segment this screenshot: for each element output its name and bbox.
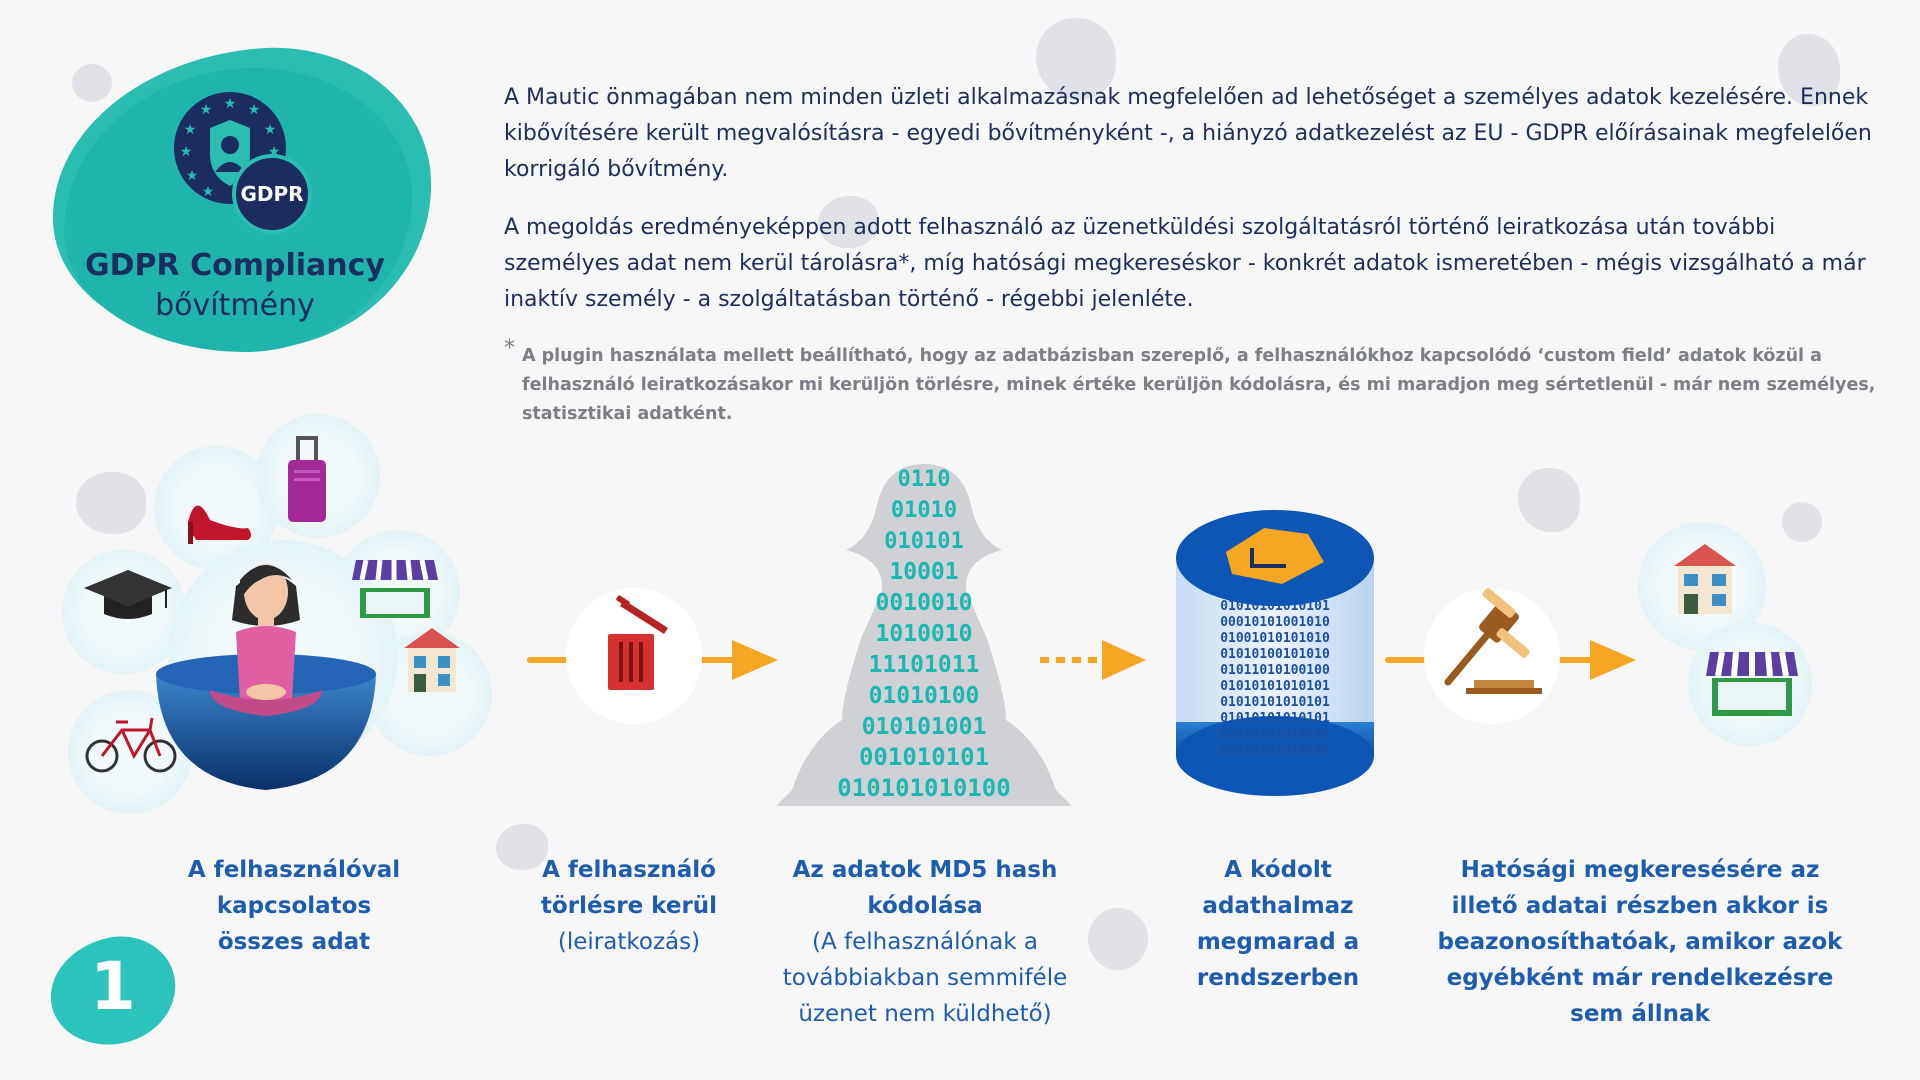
svg-text:★: ★ — [224, 96, 237, 112]
badge-title: GDPR Compliancy — [85, 248, 385, 283]
db-row: 01010101010101 — [1220, 695, 1330, 710]
db-row: 00010101001010 — [1220, 615, 1330, 630]
svg-text:★: ★ — [264, 122, 277, 138]
caption-sub: (leiratkozás) — [557, 929, 701, 955]
svg-text:★: ★ — [186, 168, 199, 184]
house-icon — [404, 628, 460, 692]
step-caption-2: A felhasználó törlésre kerül (leiratkozá… — [514, 852, 744, 960]
background-blob — [76, 472, 146, 534]
woman-icon — [210, 564, 322, 716]
graduation-cap-icon — [84, 570, 172, 619]
step-caption-1: A felhasználóval kapcsolatos összes adat — [170, 852, 418, 960]
database-icon: 01010101010101 00010101001010010010101010… — [1176, 510, 1374, 796]
db-row: 01010101010101 — [1220, 679, 1330, 694]
db-row: 01010100101010 — [1220, 647, 1330, 662]
person-with-items-icon — [84, 436, 460, 790]
svg-text:★: ★ — [248, 102, 261, 118]
svg-text:★: ★ — [202, 184, 215, 200]
background-blob — [1782, 502, 1822, 542]
gdpr-icon-text: GDPR — [240, 182, 303, 206]
svg-text:★: ★ — [180, 144, 193, 160]
intro-paragraph-2: A megoldás eredményeképpen adott felhasz… — [504, 215, 1866, 312]
note-mark: * — [504, 336, 515, 361]
background-blob — [72, 64, 112, 102]
high-heel-icon — [188, 505, 251, 544]
background-blob — [818, 196, 878, 248]
step-caption-3: Az adatok MD5 hash kódolása (A felhaszná… — [780, 852, 1070, 1032]
gavel-icon — [1444, 588, 1542, 694]
step-caption-5: Hatósági megkeresésére az illető adatai … — [1432, 852, 1848, 1032]
svg-text:★: ★ — [200, 102, 213, 118]
binary-row: 0010010 — [876, 590, 973, 616]
db-row: 01010101010101 — [1220, 711, 1330, 726]
binary-row: 1010010 — [876, 621, 973, 647]
caption-label: Hatósági megkeresésére az illető adatai … — [1437, 857, 1843, 1027]
house-icon — [1674, 544, 1736, 614]
binary-row: 01010 — [891, 498, 957, 523]
caption-label: A kódolt adathalmaz megmarad a rendszerb… — [1196, 857, 1360, 991]
binary-person-icon: 0110 01010 010101 10001 0010010 1010010 111010… — [776, 464, 1072, 806]
caption-label: A felhasználó törlésre kerül — [540, 857, 718, 919]
shop-icon — [1706, 651, 1798, 716]
db-row: 01010101010101 — [1220, 727, 1330, 742]
caption-label: A felhasználóval kapcsolatos összes adat — [187, 857, 401, 955]
background-blob — [1088, 908, 1148, 970]
background-blob — [1778, 34, 1840, 106]
badge-subtitle: bővítmény — [155, 288, 315, 323]
binary-row: 0110 — [898, 467, 951, 492]
db-row: 01001010101010 — [1220, 631, 1330, 646]
background-blob — [1518, 468, 1580, 532]
binary-row: 010101 — [884, 529, 963, 554]
binary-row: 010101010100 — [837, 774, 1010, 802]
caption-sub: (A felhasználónak a továbbiakban semmifé… — [782, 929, 1068, 1027]
caption-label: Az adatok MD5 hash kódolása — [792, 857, 1058, 919]
db-row: 01010101010101 — [1220, 743, 1330, 758]
binary-row: 10001 — [889, 559, 958, 585]
step-number: 1 — [90, 948, 136, 1025]
binary-row: 01010100 — [869, 683, 980, 709]
bicycle-icon — [85, 717, 177, 773]
background-blob — [496, 824, 548, 870]
binary-row: 010101001 — [862, 714, 987, 740]
background-blob — [1036, 18, 1116, 100]
footnote: A plugin használata mellett beállítható,… — [522, 346, 1876, 424]
binary-row: 001010101 — [859, 743, 989, 771]
gdpr-shield-icon: ★★★ ★★★ ★★★ GDPR — [174, 92, 312, 234]
binary-row: 11101011 — [869, 652, 980, 678]
flow-arrow-dotted — [1040, 640, 1146, 680]
trash-icon — [608, 595, 668, 690]
suitcase-icon — [288, 436, 326, 522]
svg-text:★: ★ — [184, 122, 197, 138]
step-caption-4: A kódolt adathalmaz megmarad a rendszerb… — [1166, 852, 1390, 996]
intro-paragraph-1: A Mautic önmagában nem minden üzleti alk… — [504, 85, 1872, 182]
shop-icon — [352, 559, 438, 618]
db-row: 01011010100100 — [1220, 663, 1330, 678]
